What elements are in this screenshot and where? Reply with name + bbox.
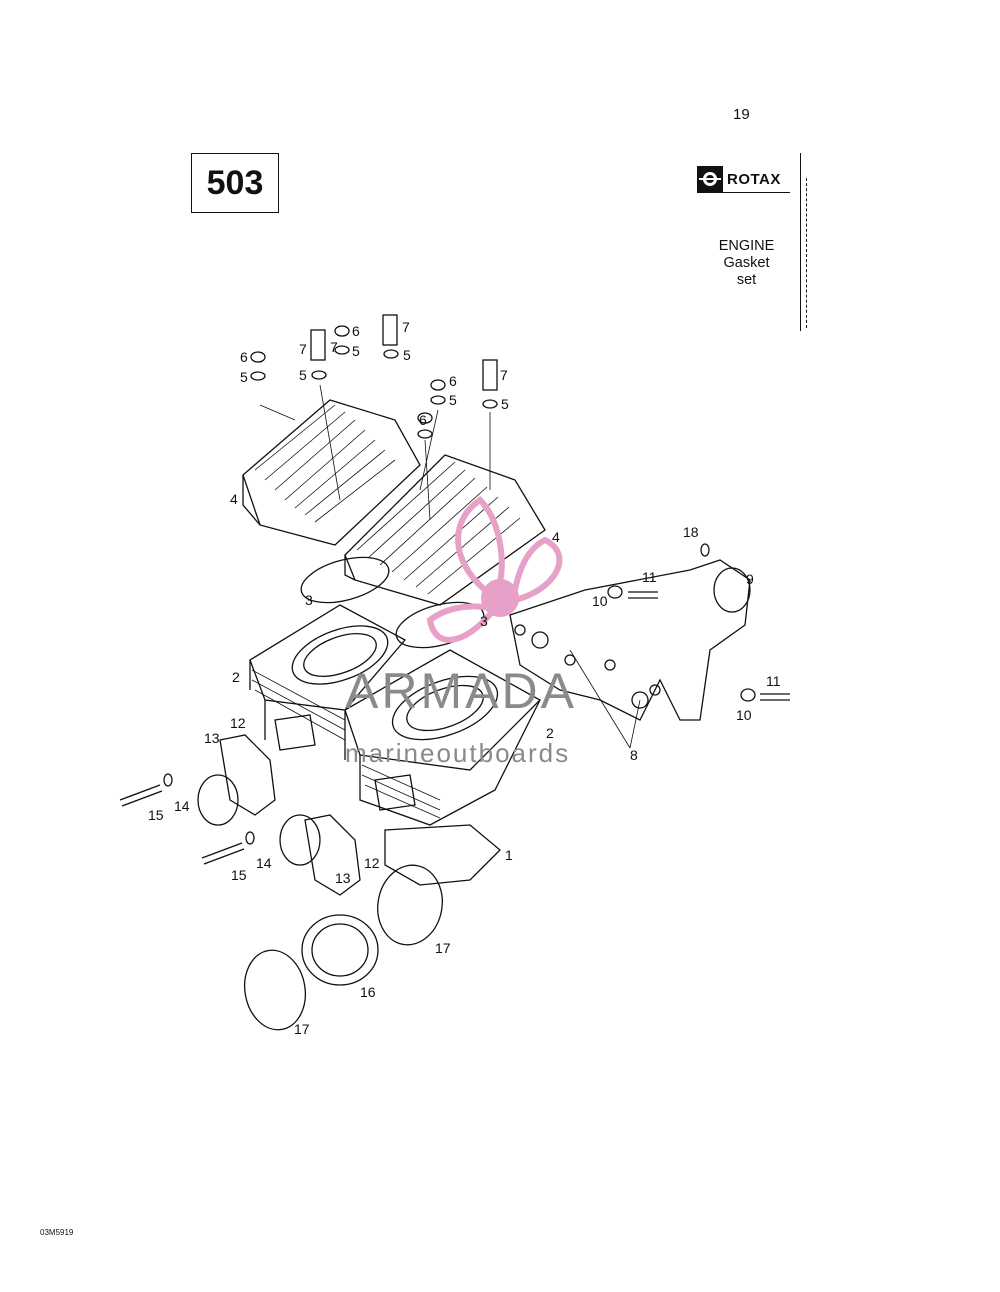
bolt-15-lower: [201, 842, 245, 865]
callout-label: 11: [766, 673, 781, 689]
callout-label: 10: [736, 707, 752, 723]
callout-label: 6: [419, 412, 427, 428]
callout-label: 17: [435, 940, 451, 956]
callout-label: 13: [204, 730, 220, 746]
cylinder-right: [344, 649, 542, 771]
callout-label: 7: [402, 319, 410, 335]
callout-label: 3: [305, 592, 313, 608]
watermark-propeller-icon: [426, 496, 563, 643]
callout-label: 7: [500, 367, 508, 383]
callout-label: 6: [240, 349, 248, 365]
rubber-sleeve: [301, 914, 379, 986]
section-rule-dashed: [806, 178, 807, 328]
watermark-name: ARMADA: [345, 663, 577, 719]
callout-label: 5: [352, 343, 360, 359]
brand-logo: ROTAX: [697, 166, 781, 192]
brand-underline: [697, 192, 790, 193]
cylinder-head-left: [242, 399, 421, 546]
callout-label: 8: [630, 747, 638, 763]
callout-label: 2: [546, 725, 554, 741]
callout-label: 15: [231, 867, 247, 883]
callout-label: 5: [240, 369, 248, 385]
callout-label: 5: [403, 347, 411, 363]
callout-label: 3: [480, 613, 488, 629]
watermark-subtitle: marineoutboards: [345, 738, 571, 768]
section-title-line: ENGINE: [718, 238, 775, 254]
callout-label: 14: [174, 798, 190, 814]
callout-label: 15: [148, 807, 164, 823]
callout-label: 4: [230, 491, 238, 507]
diagram-line-art: [119, 314, 790, 1031]
callout-label: 13: [335, 870, 351, 886]
callout-label: 4: [552, 529, 560, 545]
page-number: 19: [733, 106, 750, 123]
section-title: ENGINE Gasket set: [700, 238, 793, 289]
model-number-box: 503: [191, 153, 279, 213]
callout-label: 5: [299, 367, 307, 383]
callout-label: 7: [299, 341, 307, 357]
callout-label: 9: [746, 571, 754, 587]
rotax-logo-icon: [697, 166, 723, 192]
spacer-7-a: [310, 329, 326, 361]
spacer-7-b: [382, 314, 398, 346]
callout-label: 1: [505, 847, 513, 863]
head-gasket-right: [395, 601, 485, 649]
callout-label: 10: [592, 593, 608, 609]
bolt-11-lower: [760, 693, 790, 701]
cylinder-left: [249, 604, 407, 711]
callout-label: 18: [683, 524, 699, 540]
callout-label: 11: [642, 569, 657, 585]
intake-adaptor-left-lower: [304, 814, 361, 896]
bolt-15-upper: [119, 784, 163, 807]
callout-label: 14: [256, 855, 272, 871]
callout-label: 16: [360, 984, 376, 1000]
callout-label: 6: [352, 323, 360, 339]
bolt-11-upper: [628, 591, 658, 599]
section-title-line: set: [736, 272, 757, 288]
callout-label: 2: [232, 669, 240, 685]
section-rule: [800, 153, 801, 331]
callout-label: 12: [364, 855, 380, 871]
callout-label: 5: [449, 392, 457, 408]
clamp-upper: [377, 864, 443, 946]
exhaust-manifold: [509, 559, 751, 721]
callout-labels: 1 2 2 3 3 4 4 5 5 5 5 5 5 6 6 6 6 7 7 7 …: [148, 319, 781, 1037]
callout-label: 5: [501, 396, 509, 412]
callout-label: 6: [449, 373, 457, 389]
head-gasket-left: [300, 556, 390, 604]
base-gasket: [384, 824, 501, 886]
figure-code: 03M5919: [40, 1228, 74, 1237]
clamp-lower: [244, 949, 306, 1031]
callout-label: 17: [294, 1021, 310, 1037]
callout-label: 12: [230, 715, 246, 731]
callout-label: 7: [330, 339, 338, 355]
spacer-7-c: [482, 359, 498, 391]
intake-adaptor-left-upper: [219, 734, 276, 816]
section-title-line: Gasket: [723, 255, 770, 271]
brand-name: ROTAX: [727, 170, 781, 188]
